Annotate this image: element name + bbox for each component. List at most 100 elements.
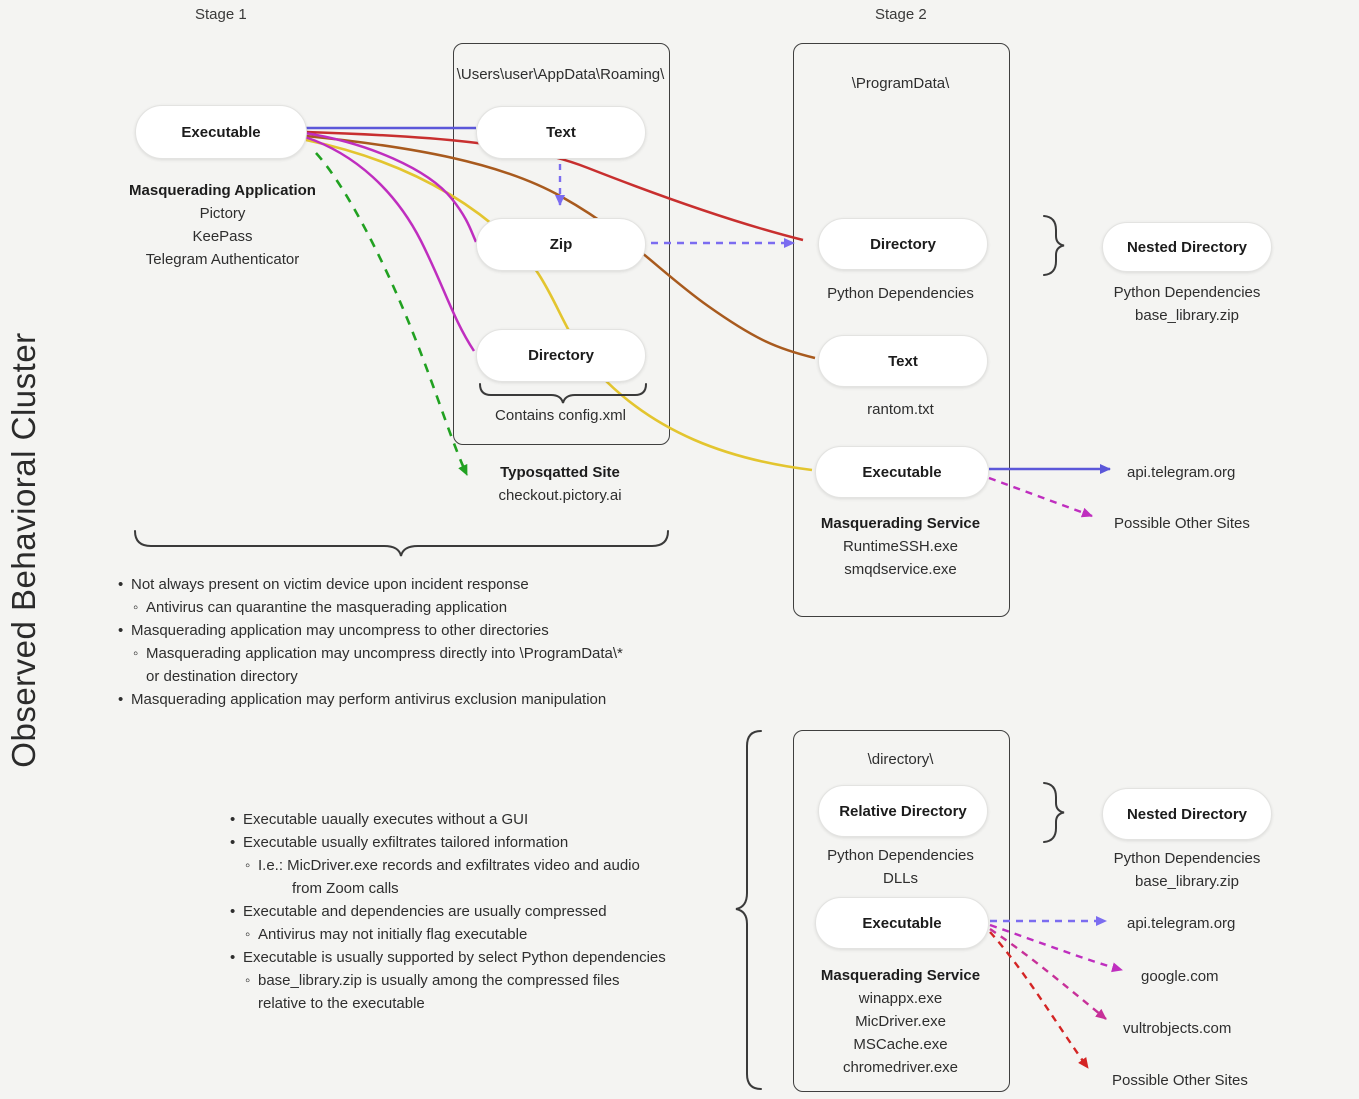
stage1-label: Stage 1 <box>195 6 247 23</box>
service-item: MSCache.exe <box>853 1036 948 1053</box>
nested-note-line: Python Dependencies <box>1113 284 1261 301</box>
note-text: Executable and dependencies are usually … <box>243 903 607 920</box>
note-line: ◦ Antivirus can quarantine the masqueradi… <box>118 596 623 619</box>
masq-app-item: Telegram Authenticator <box>145 251 300 268</box>
note-text: Antivirus can quarantine the masqueradin… <box>146 599 508 616</box>
service-title-bottom: Masquerading Service <box>820 967 981 984</box>
bullet: ◦ <box>245 926 251 943</box>
nested-directory-node-top: Nested Directory <box>1102 222 1272 272</box>
bullet: • <box>118 622 124 639</box>
bullet: • <box>230 811 236 828</box>
note-text: Not always present on victim device upon… <box>131 576 529 593</box>
bullet: • <box>118 576 124 593</box>
nested-note-top: Python Dependencies base_library.zip <box>1093 281 1281 327</box>
masquerading-application-title: Masquerading Application <box>129 182 316 199</box>
stage1-zip-node: Zip <box>476 218 646 271</box>
bullet: ◦ <box>133 645 139 662</box>
note-text: Masquerading application may uncompress … <box>146 645 623 662</box>
typosquat-title: Typosqatted Site <box>500 464 620 481</box>
nested-note-line: base_library.zip <box>1135 307 1239 324</box>
note-line: from Zoom calls <box>230 877 666 900</box>
dest-google: google.com <box>1141 968 1219 985</box>
dest-possible-other-bottom: Possible Other Sites <box>1112 1072 1248 1089</box>
masquerading-service-block-bottom: Masquerading Service winappx.exe MicDriv… <box>783 964 1018 1079</box>
masquerading-service-block-top: Masquerading Service RuntimeSSH.exe smqd… <box>783 512 1018 581</box>
nested-note-line: base_library.zip <box>1135 873 1239 890</box>
notes-stage1: • Not always present on victim device upo… <box>118 573 623 711</box>
note-line: ◦ base_library.zip is usually among the c… <box>230 969 666 992</box>
dest-api-telegram-bottom: api.telegram.org <box>1127 915 1236 932</box>
bullet: • <box>230 834 236 851</box>
note-line: ◦ Antivirus may not initially flag execut… <box>230 923 666 946</box>
note-text: or destination directory <box>146 668 298 685</box>
note-line: • Masquerading application may uncompress… <box>118 619 623 642</box>
stage2-executable-node: Executable <box>815 446 989 498</box>
stage1-directory-node: Directory <box>476 329 646 382</box>
note-text: Executable uaually executes without a GU… <box>243 811 529 828</box>
stage2-label: Stage 2 <box>875 6 927 23</box>
note-line: ◦ Masquerading application may uncompress… <box>118 642 623 665</box>
typosquat-block: Typosqatted Site checkout.pictory.ai <box>460 461 660 507</box>
note-text: I.e.: MicDriver.exe records and exfiltra… <box>258 857 640 874</box>
bullet: • <box>230 949 236 966</box>
brace-nested-top <box>1043 215 1065 276</box>
service-item: MicDriver.exe <box>855 1013 946 1030</box>
note-text: base_library.zip is usually among the co… <box>258 972 620 989</box>
note-line: •Executable usually exfiltrates tailored… <box>230 831 666 854</box>
stage1-executable-node: Executable <box>135 105 307 159</box>
bullet: ◦ <box>245 972 251 989</box>
masquerading-application-block: Masquerading Application Pictory KeePass… <box>95 179 350 271</box>
stage2-bottom-executable-node: Executable <box>815 897 989 949</box>
relative-directory-node: Relative Directory <box>818 785 988 837</box>
bullet: • <box>118 691 124 708</box>
note-line: • Executable is usually supported by sele… <box>230 946 666 969</box>
note-line: • Executable uaually executes without a G… <box>230 808 666 831</box>
note-line: • Not always present on victim device upo… <box>118 573 623 596</box>
dest-vultrobjects: vultrobjects.com <box>1123 1020 1232 1037</box>
relative-dir-note-line: DLLs <box>882 870 919 887</box>
note-text: Masquerading application may uncompress … <box>131 622 549 639</box>
note-text: Executable is usually supported by selec… <box>243 949 666 966</box>
bullet: ◦ <box>245 857 251 874</box>
bullet: ◦ <box>133 599 139 616</box>
nested-note-bottom: Python Dependencies base_library.zip <box>1093 847 1281 893</box>
note-line: • Masquerading application may perform an… <box>118 688 623 711</box>
service-item: winappx.exe <box>858 990 943 1007</box>
nested-note-line: Python Dependencies <box>1113 850 1261 867</box>
note-line: ◦ I.e.: MicDriver.exe records and exfiltr… <box>230 854 666 877</box>
note-text: from Zoom calls <box>292 880 399 897</box>
service-title-top: Masquerading Service <box>820 515 981 532</box>
note-line: or destination directory <box>118 665 623 688</box>
service-item: smqdservice.exe <box>844 561 957 578</box>
python-deps-note-top: Python Dependencies <box>827 285 974 302</box>
typosquat-url: checkout.pictory.ai <box>498 487 622 504</box>
note-line: relative to the executable <box>230 992 666 1015</box>
rantom-note: rantom.txt <box>867 401 934 418</box>
dest-api-telegram-top: api.telegram.org <box>1127 464 1236 481</box>
brace-stage1-group <box>134 530 669 557</box>
stage1-text-node: Text <box>476 106 646 159</box>
bullet: • <box>230 903 236 920</box>
masq-app-item: KeePass <box>192 228 253 245</box>
note-text: relative to the executable <box>258 995 425 1012</box>
directory-path-label: \directory\ <box>867 751 934 768</box>
brace-nested-bottom <box>1043 782 1065 843</box>
note-line: • Executable and dependencies are usually… <box>230 900 666 923</box>
brace-bottom-box-group <box>735 730 762 1090</box>
notes-stage2: • Executable uaually executes without a G… <box>230 808 666 1015</box>
note-text: Antivirus may not initially flag executa… <box>258 926 528 943</box>
relative-dir-notes: Python Dependencies DLLs <box>793 844 1008 890</box>
directory-box <box>793 730 1010 1092</box>
relative-dir-note-line: Python Dependencies <box>827 847 974 864</box>
service-item: RuntimeSSH.exe <box>842 538 959 555</box>
masq-app-item: Pictory <box>199 205 246 222</box>
programdata-box <box>793 43 1010 617</box>
dest-possible-other-top: Possible Other Sites <box>1114 515 1250 532</box>
programdata-path-label: \ProgramData\ <box>851 75 950 92</box>
nested-directory-node-bottom: Nested Directory <box>1102 788 1272 840</box>
stage2-directory-node: Directory <box>818 218 988 270</box>
service-item: chromedriver.exe <box>842 1059 959 1076</box>
vertical-title: Observed Behavioral Cluster <box>5 332 42 768</box>
note-text: Masquerading application may perform ant… <box>131 691 607 708</box>
